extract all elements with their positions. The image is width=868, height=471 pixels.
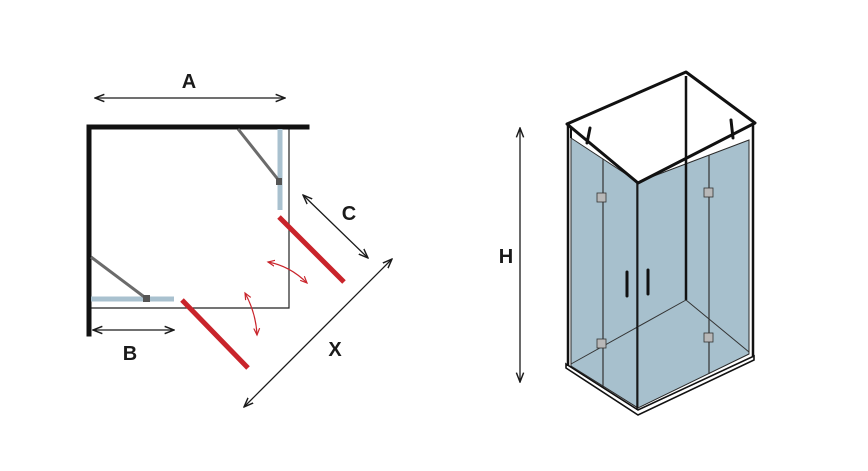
label-b: B: [123, 343, 137, 365]
door-swing-arrow-bottom: [245, 293, 257, 335]
hinge-lower-left: [596, 338, 607, 349]
label-a: A: [182, 71, 196, 93]
glass-front-right: [637, 139, 750, 409]
door-leaf-bottom: [180, 298, 250, 370]
wall-bracket-right: [729, 118, 735, 140]
door-swing-arrow-right: [268, 262, 307, 283]
wall-corner: [86, 124, 310, 337]
hinge-arm-right: [236, 128, 282, 183]
hinge-block-right: [276, 178, 282, 185]
perspective-view: H: [499, 70, 757, 416]
tray-rear-edge: [570, 299, 687, 365]
plan-view: A B C X: [86, 71, 392, 407]
label-c: C: [342, 203, 356, 225]
hinge-lower-right: [703, 332, 714, 343]
top-frame: [565, 70, 757, 185]
wall-bracket-left: [585, 126, 592, 145]
hinge-upper-left: [596, 192, 607, 203]
tray-rear-edge-2: [685, 299, 750, 353]
label-x: X: [328, 339, 342, 361]
dimension-line-x: [244, 259, 392, 407]
hinge-upper-right: [703, 187, 714, 198]
dimension-line-c: [303, 195, 368, 258]
label-h: H: [499, 246, 513, 268]
hinge-arm-bottom: [90, 255, 148, 301]
hinge-block-bottom: [143, 295, 150, 302]
shower-tray: [565, 354, 755, 416]
